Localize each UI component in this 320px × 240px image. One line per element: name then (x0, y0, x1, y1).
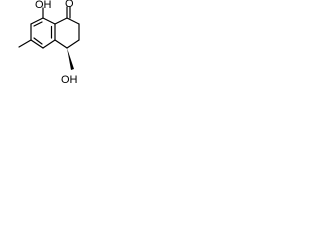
bond-a2-a3 (42, 17, 56, 25)
structure-diagram: OH O OH (18, 0, 80, 86)
bond-b1-b2 (54, 17, 68, 25)
bond-b5-a4 (54, 39, 68, 49)
bottom-oh-label: OH (61, 74, 78, 86)
carbonyl-oxygen-label: O (65, 0, 74, 10)
bond-b4-b5 (66, 39, 80, 49)
bond-a4-a5 (42, 39, 56, 49)
bond-a5-a6 (30, 39, 44, 49)
top-oh-label: OH (35, 0, 52, 11)
aromatic-inner-bond-3 (33, 37, 43, 45)
molecule-canvas: OH O OH (0, 0, 89, 92)
bond-a1-a2 (30, 17, 44, 25)
methyl-bond (18, 39, 32, 48)
bond-b2-b3 (66, 17, 80, 25)
aromatic-inner-bond-1 (33, 21, 43, 27)
stereo-wedge-bond (67, 48, 74, 70)
